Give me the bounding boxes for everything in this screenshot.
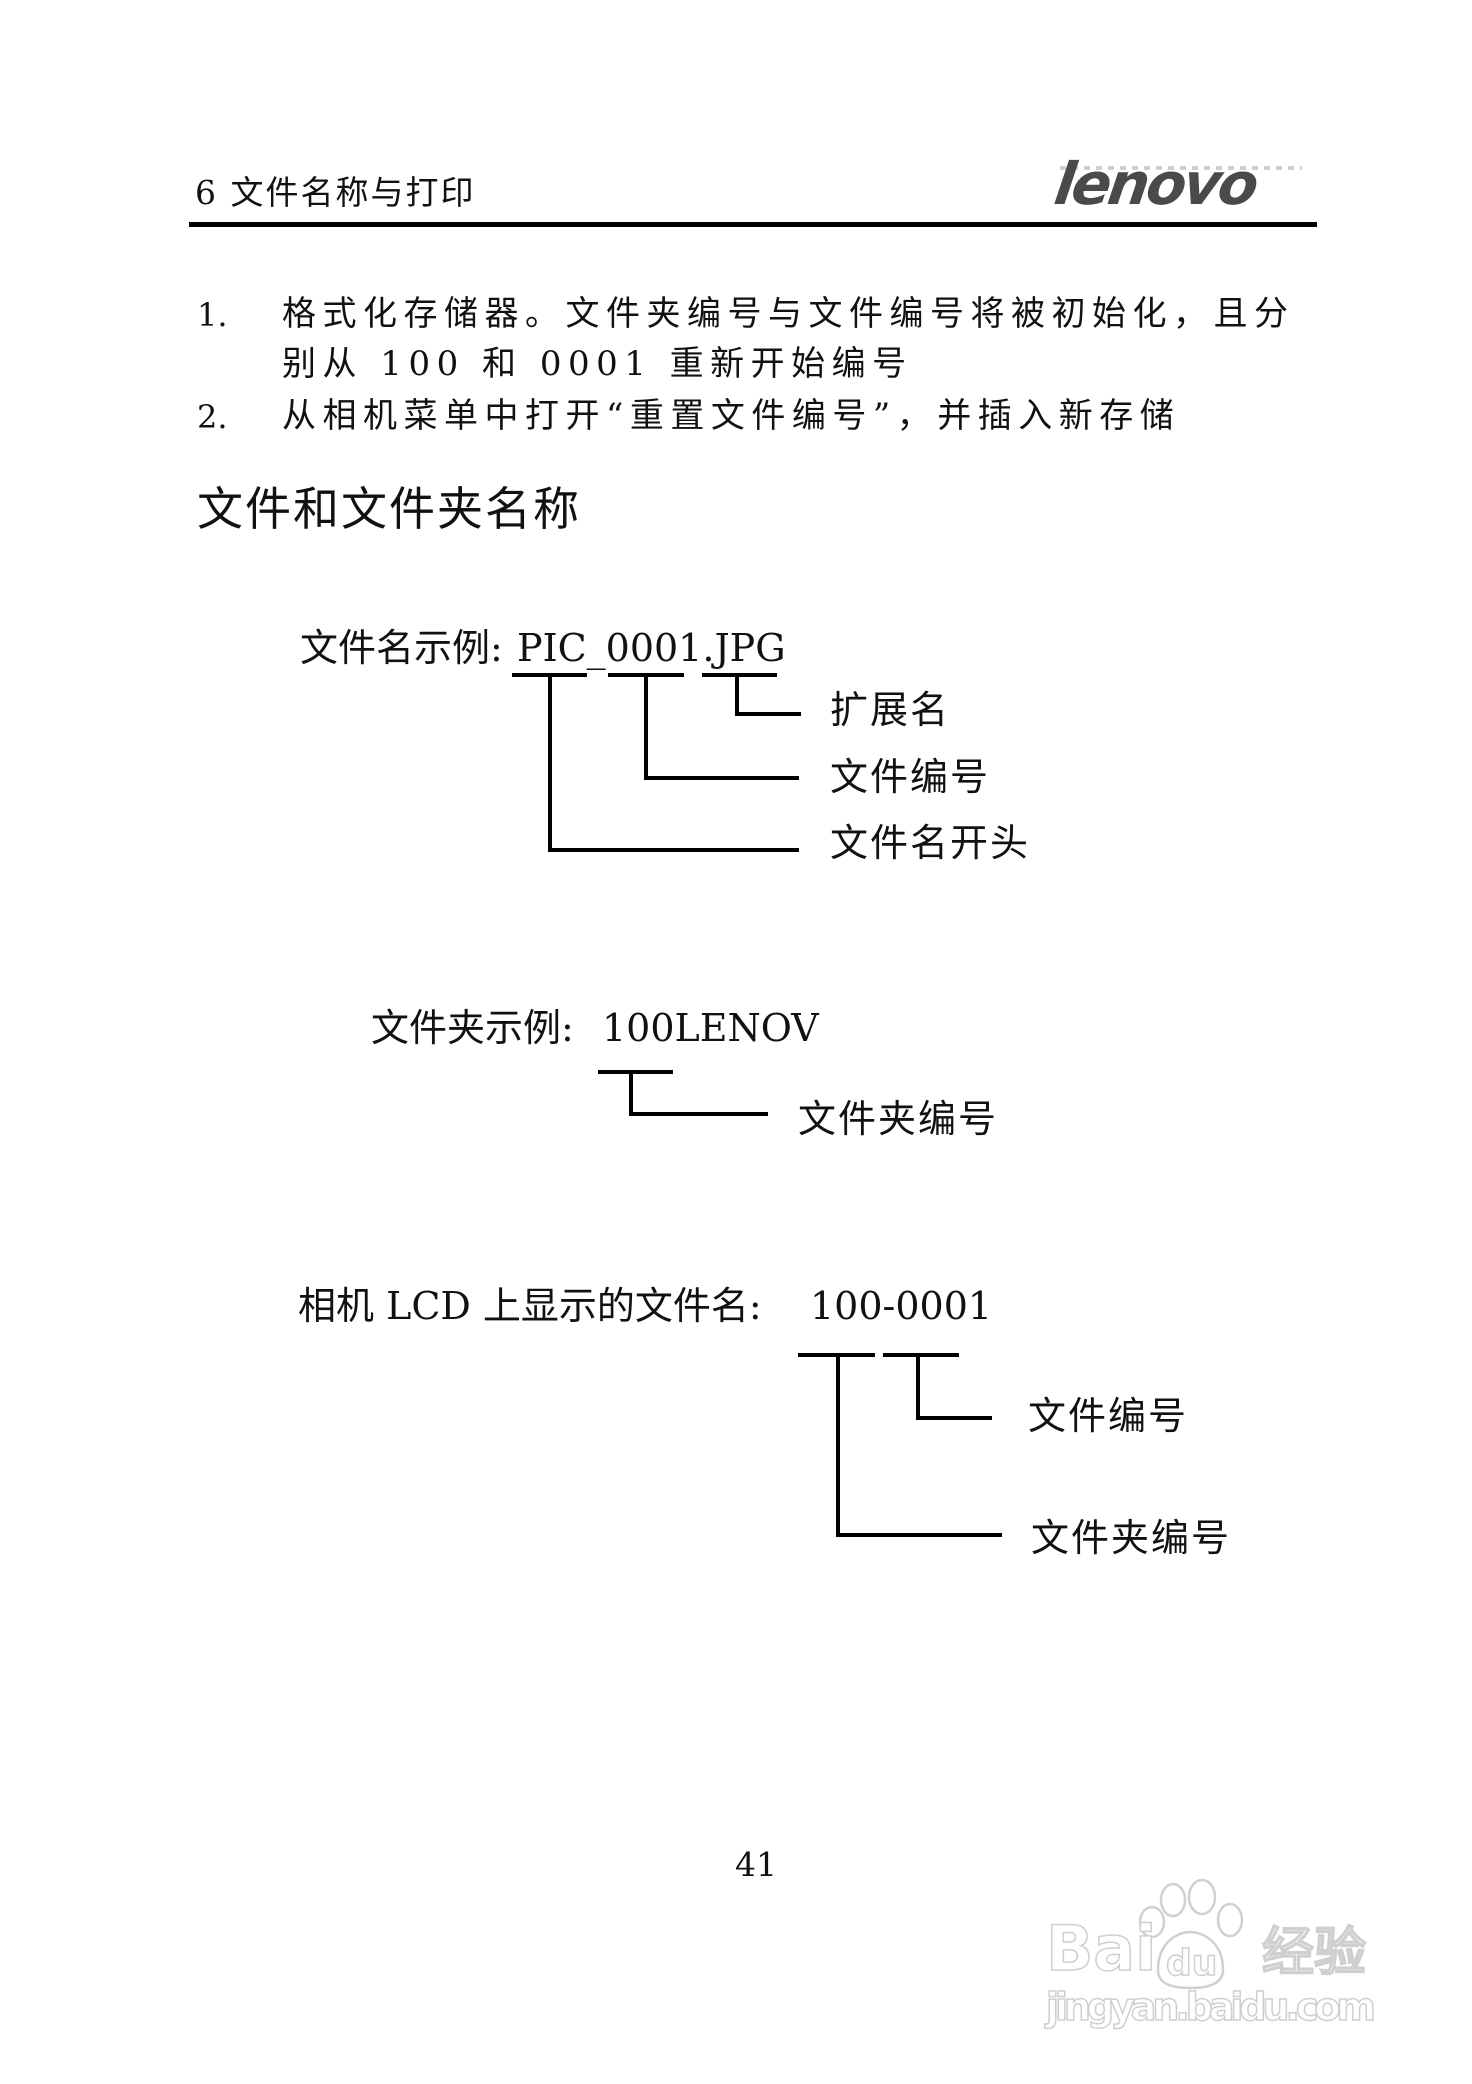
- logo-decoration: [1060, 166, 1302, 170]
- list-number: 1.: [197, 296, 228, 334]
- list-number: 2.: [197, 398, 228, 436]
- paw-toe-icon: [1159, 1882, 1187, 1918]
- filename-example-value: PIC_0001.JPG: [517, 626, 786, 670]
- watermark-brand-cn: 经验: [1262, 1923, 1366, 1983]
- header-divider: [189, 222, 1317, 227]
- callout-file-number: 文件编号: [1028, 1394, 1189, 1438]
- folder-example-label: 文件夹示例:: [371, 1006, 574, 1050]
- watermark-brand: Bai: [1046, 1912, 1156, 1985]
- paw-toe-icon: [1187, 1878, 1217, 1916]
- callout-folder-number: 文件夹编号: [1031, 1516, 1232, 1560]
- paw-toe-icon: [1138, 1905, 1166, 1939]
- folder-example-value: 100LENOV: [602, 1006, 819, 1050]
- list-text-line: 从相机菜单中打开“重置文件编号”，并插入新存储: [282, 396, 1181, 436]
- chapter-title: 6 文件名称与打印: [195, 173, 476, 212]
- callout-extension: 扩展名: [830, 688, 951, 732]
- watermark-url: jingyan.baidu.com: [1044, 1985, 1376, 2029]
- callout-file-number: 文件编号: [830, 755, 991, 799]
- filename-example-label: 文件名示例:: [300, 626, 503, 670]
- lenovo-logo: lenovo: [1050, 150, 1261, 218]
- section-title: 文件和文件夹名称: [197, 482, 581, 536]
- paw-toe-icon: [1216, 1902, 1244, 1938]
- lcd-example-label: 相机 LCD 上显示的文件名:: [298, 1284, 762, 1328]
- callout-folder-number: 文件夹编号: [798, 1097, 999, 1141]
- baidu-jingyan-watermark: Bai du 经验 jingyan.baidu.com: [1043, 1878, 1377, 2030]
- callout-filename-prefix: 文件名开头: [830, 821, 1031, 865]
- list-text-line: 格式化存储器。文件夹编号与文件编号将被初始化，且分: [282, 294, 1295, 334]
- lcd-example-value: 100-0001: [810, 1284, 993, 1328]
- page-number: 41: [735, 1845, 777, 1884]
- watermark-brand-du: du: [1166, 1943, 1217, 1984]
- paw-pad-icon: [1156, 1930, 1225, 1990]
- list-text-line: 别从 100 和 0001 重新开始编号: [282, 344, 913, 384]
